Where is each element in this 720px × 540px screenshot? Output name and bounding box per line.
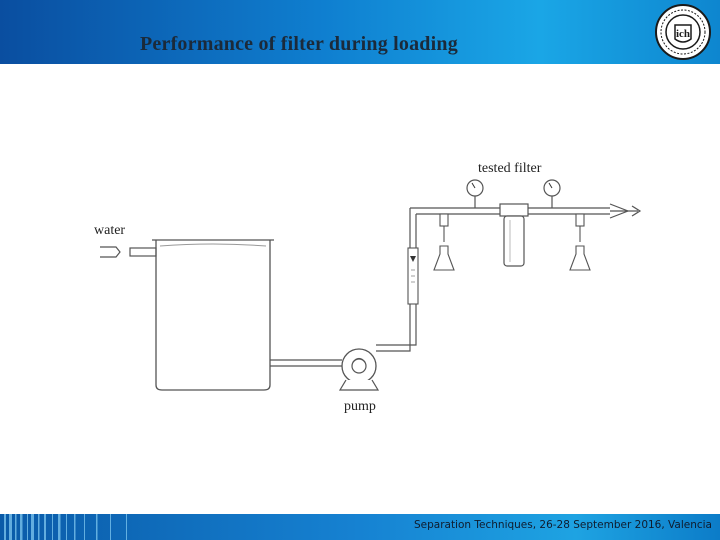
- pump: [338, 348, 380, 391]
- header-bar: [0, 0, 720, 64]
- pressure-gauge-outlet: [543, 179, 561, 208]
- logo-text: ich: [676, 28, 690, 40]
- footer-bar: [0, 514, 720, 540]
- pipe-pump-to-filter: [376, 208, 419, 352]
- slide-title: Performance of filter during loading: [140, 33, 458, 55]
- inlet-pipe: [129, 247, 157, 257]
- water-tank: [152, 239, 274, 391]
- filter-loading-diagram: water pump tested filter: [94, 161, 642, 414]
- sampling-flask-inlet: [433, 213, 455, 271]
- pressure-gauge-inlet: [466, 179, 484, 208]
- institution-logo: ich: [655, 4, 711, 60]
- footer-text: Separation Techniques, 26-28 September 2…: [413, 519, 712, 531]
- label-water: water: [94, 223, 125, 238]
- tested-filter-housing: [499, 203, 529, 267]
- label-tested-filter: tested filter: [478, 161, 542, 176]
- label-pump: pump: [344, 399, 376, 414]
- pipe-tank-to-pump: [270, 359, 342, 367]
- sampling-flask-outlet: [569, 213, 591, 271]
- footer-barcode-decoration: [4, 514, 127, 540]
- water-inlet-arrow: [100, 246, 121, 258]
- header-pipe: [410, 203, 642, 219]
